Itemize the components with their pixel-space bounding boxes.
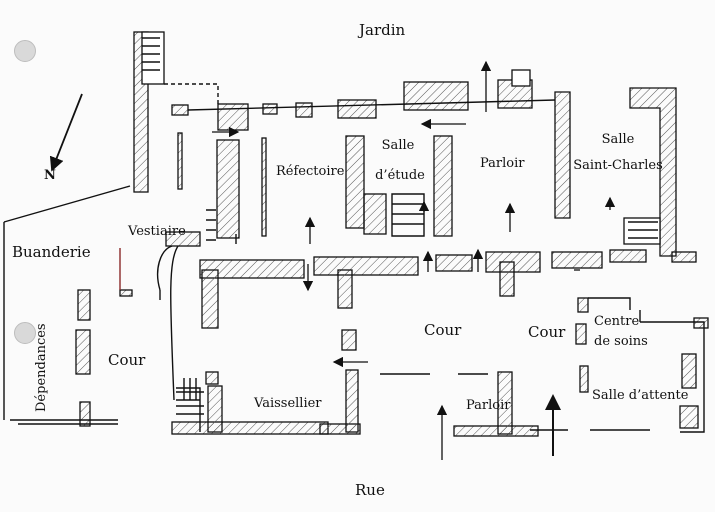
punch-hole-top [14,40,36,62]
label-cour-center: Cour [424,321,462,339]
label-cour-west: Cour [108,351,146,369]
circulation-arrows [49,60,616,460]
outline-lines [3,37,705,433]
label-parloir-south: Parloir [466,398,511,413]
label-dependances: Dépendances [34,323,49,412]
label-salle-etude-2: d’étude [375,168,425,183]
label-salle-sc-1: Salle [601,132,635,147]
label-salle-etude-1: Salle [381,138,415,153]
label-vestiaire: Vestiaire [128,224,186,239]
label-centre-soins-1: Centre [594,314,640,329]
label-cour-east: Cour [528,323,566,341]
label-parloir-north: Parloir [480,156,525,171]
label-salle-attente: Salle d’attente [592,388,689,403]
label-salle-sc-2: Saint-Charles [573,158,663,173]
label-refectoire: Réfectoire [276,164,345,179]
label-vaissellier: Vaissellier [254,396,322,411]
label-jardin: Jardin [359,21,406,39]
label-buanderie: Buanderie [12,243,91,261]
label-centre-soins-2: de soins [594,334,648,349]
label-rue: Rue [355,481,385,499]
punch-hole-bottom [14,322,36,344]
north-marker: N [44,168,56,183]
